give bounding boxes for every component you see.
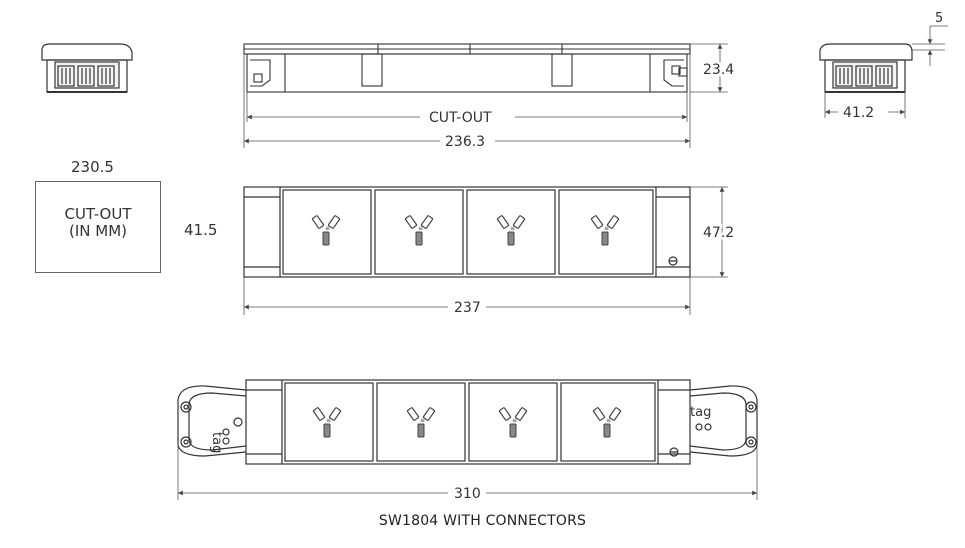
- cutout-box: CUT-OUT (IN MM): [35, 181, 161, 273]
- connector-view: tag tag: [177, 379, 758, 465]
- svg-text:tag: tag: [690, 405, 711, 420]
- dim-front-height: [690, 186, 728, 278]
- drawing-caption: SW1804 WITH CONNECTORS: [378, 513, 587, 529]
- cutout-height-label: 41.5: [184, 221, 218, 239]
- right-end-view: [819, 43, 913, 93]
- dim-top-cutout-text: CUT-OUT: [429, 110, 492, 126]
- dim-top-length-text: 236.3: [445, 134, 485, 150]
- dim-side-width-text: 41.2: [843, 105, 874, 121]
- cutout-box-label: CUT-OUT: [64, 205, 132, 223]
- dim-top-height-text: 23.4: [703, 62, 734, 78]
- dim-top-cutout: [246, 92, 688, 122]
- dim-side-clearance: [912, 25, 948, 66]
- dim-side-clearance-text: 5: [935, 11, 943, 26]
- dim-front-length-text: 237: [454, 300, 481, 316]
- dim-front-length: [243, 277, 691, 315]
- svg-text:tag: tag: [209, 432, 224, 453]
- front-view: [243, 186, 691, 278]
- cutout-box-units: (IN MM): [68, 222, 127, 240]
- dim-side-width: [824, 92, 906, 118]
- dim-connectors-length-text: 310: [454, 486, 481, 502]
- dim-top-height: [690, 43, 728, 93]
- side-elevation-view: [243, 43, 691, 93]
- dim-top-length: [243, 54, 691, 148]
- cutout-width-label: 230.5: [71, 158, 114, 176]
- dim-connectors-length: [177, 445, 758, 500]
- left-end-view: [41, 43, 133, 93]
- dim-front-height-text: 47.2: [703, 225, 734, 241]
